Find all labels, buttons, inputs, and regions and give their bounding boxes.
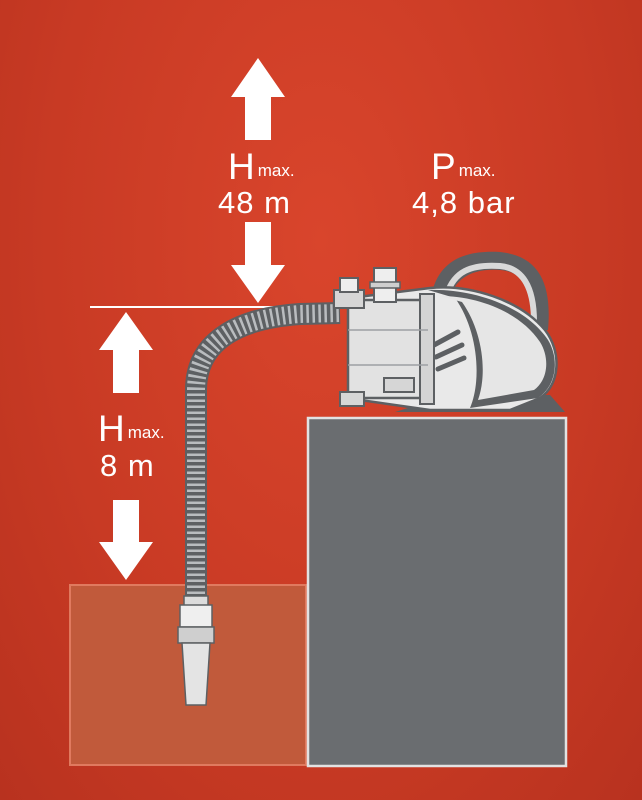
arrow-up-icon <box>231 58 285 140</box>
discharge-head-value: 48 m <box>218 185 291 220</box>
arrow-down-icon <box>99 500 153 580</box>
pressure-symbol: P <box>431 146 456 187</box>
suction-head-symbol: H <box>98 408 125 449</box>
discharge-head-symbol: H <box>228 146 255 187</box>
foot-valve <box>177 595 215 706</box>
discharge-head-subscript: max. <box>257 161 295 180</box>
pressure-subscript: max. <box>458 161 496 180</box>
pressure-value: 4,8 bar <box>412 185 516 220</box>
arrow-up-icon <box>99 312 153 393</box>
suction-head-subscript: max. <box>127 423 165 442</box>
arrow-down-icon <box>231 222 285 303</box>
platform-box <box>306 416 568 768</box>
garden-pump <box>333 251 565 412</box>
suction-head-value: 8 m <box>100 448 155 483</box>
